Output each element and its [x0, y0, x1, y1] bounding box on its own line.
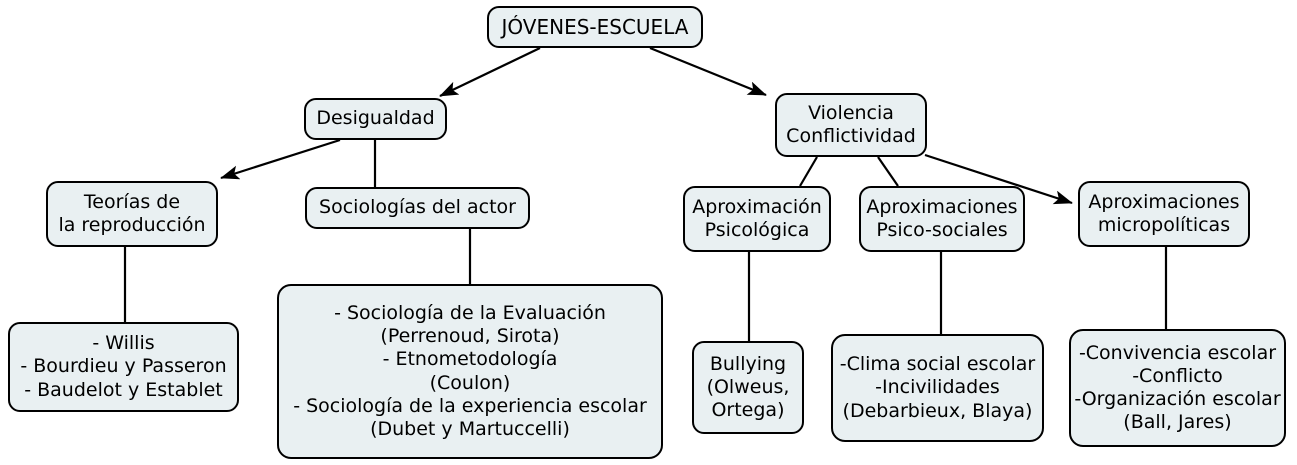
edge-violencia-psicologica — [799, 156, 818, 187]
node-aproximaciones-psico-sociales[interactable]: Aproximaciones Psico-sociales — [859, 186, 1025, 252]
node-sociologias-actor[interactable]: Sociologías del actor — [305, 187, 530, 229]
node-leaf-reproduccion[interactable]: - Willis - Bourdieu y Passeron - Baudelo… — [8, 322, 239, 412]
node-aproximacion-psicologica[interactable]: Aproximación Psicológica — [683, 186, 831, 252]
edge-violencia-psicosociales — [877, 156, 899, 187]
node-leaf-convivencia[interactable]: -Convivencia escolar -Conflicto -Organiz… — [1069, 329, 1286, 447]
edge-desigualdad-teorias — [220, 138, 341, 180]
edge-root-desigualdad — [439, 47, 541, 97]
node-leaf-bullying[interactable]: Bullying (Olweus, Ortega) — [692, 341, 804, 434]
node-aproximaciones-micropoliticas[interactable]: Aproximaciones micropolíticas — [1078, 181, 1250, 247]
node-violencia[interactable]: Violencia Conflictividad — [775, 93, 927, 157]
node-leaf-actor[interactable]: - Sociología de la Evaluación (Perrenoud… — [277, 284, 663, 459]
edge-root-violencia — [649, 46, 767, 97]
node-leaf-clima[interactable]: -Clima social escolar -Incivilidades (De… — [831, 334, 1044, 442]
node-desigualdad[interactable]: Desigualdad — [304, 98, 447, 140]
node-teorias[interactable]: Teorías de la reproducción — [46, 181, 218, 247]
node-root[interactable]: JÓVENES-ESCUELA — [487, 6, 703, 48]
